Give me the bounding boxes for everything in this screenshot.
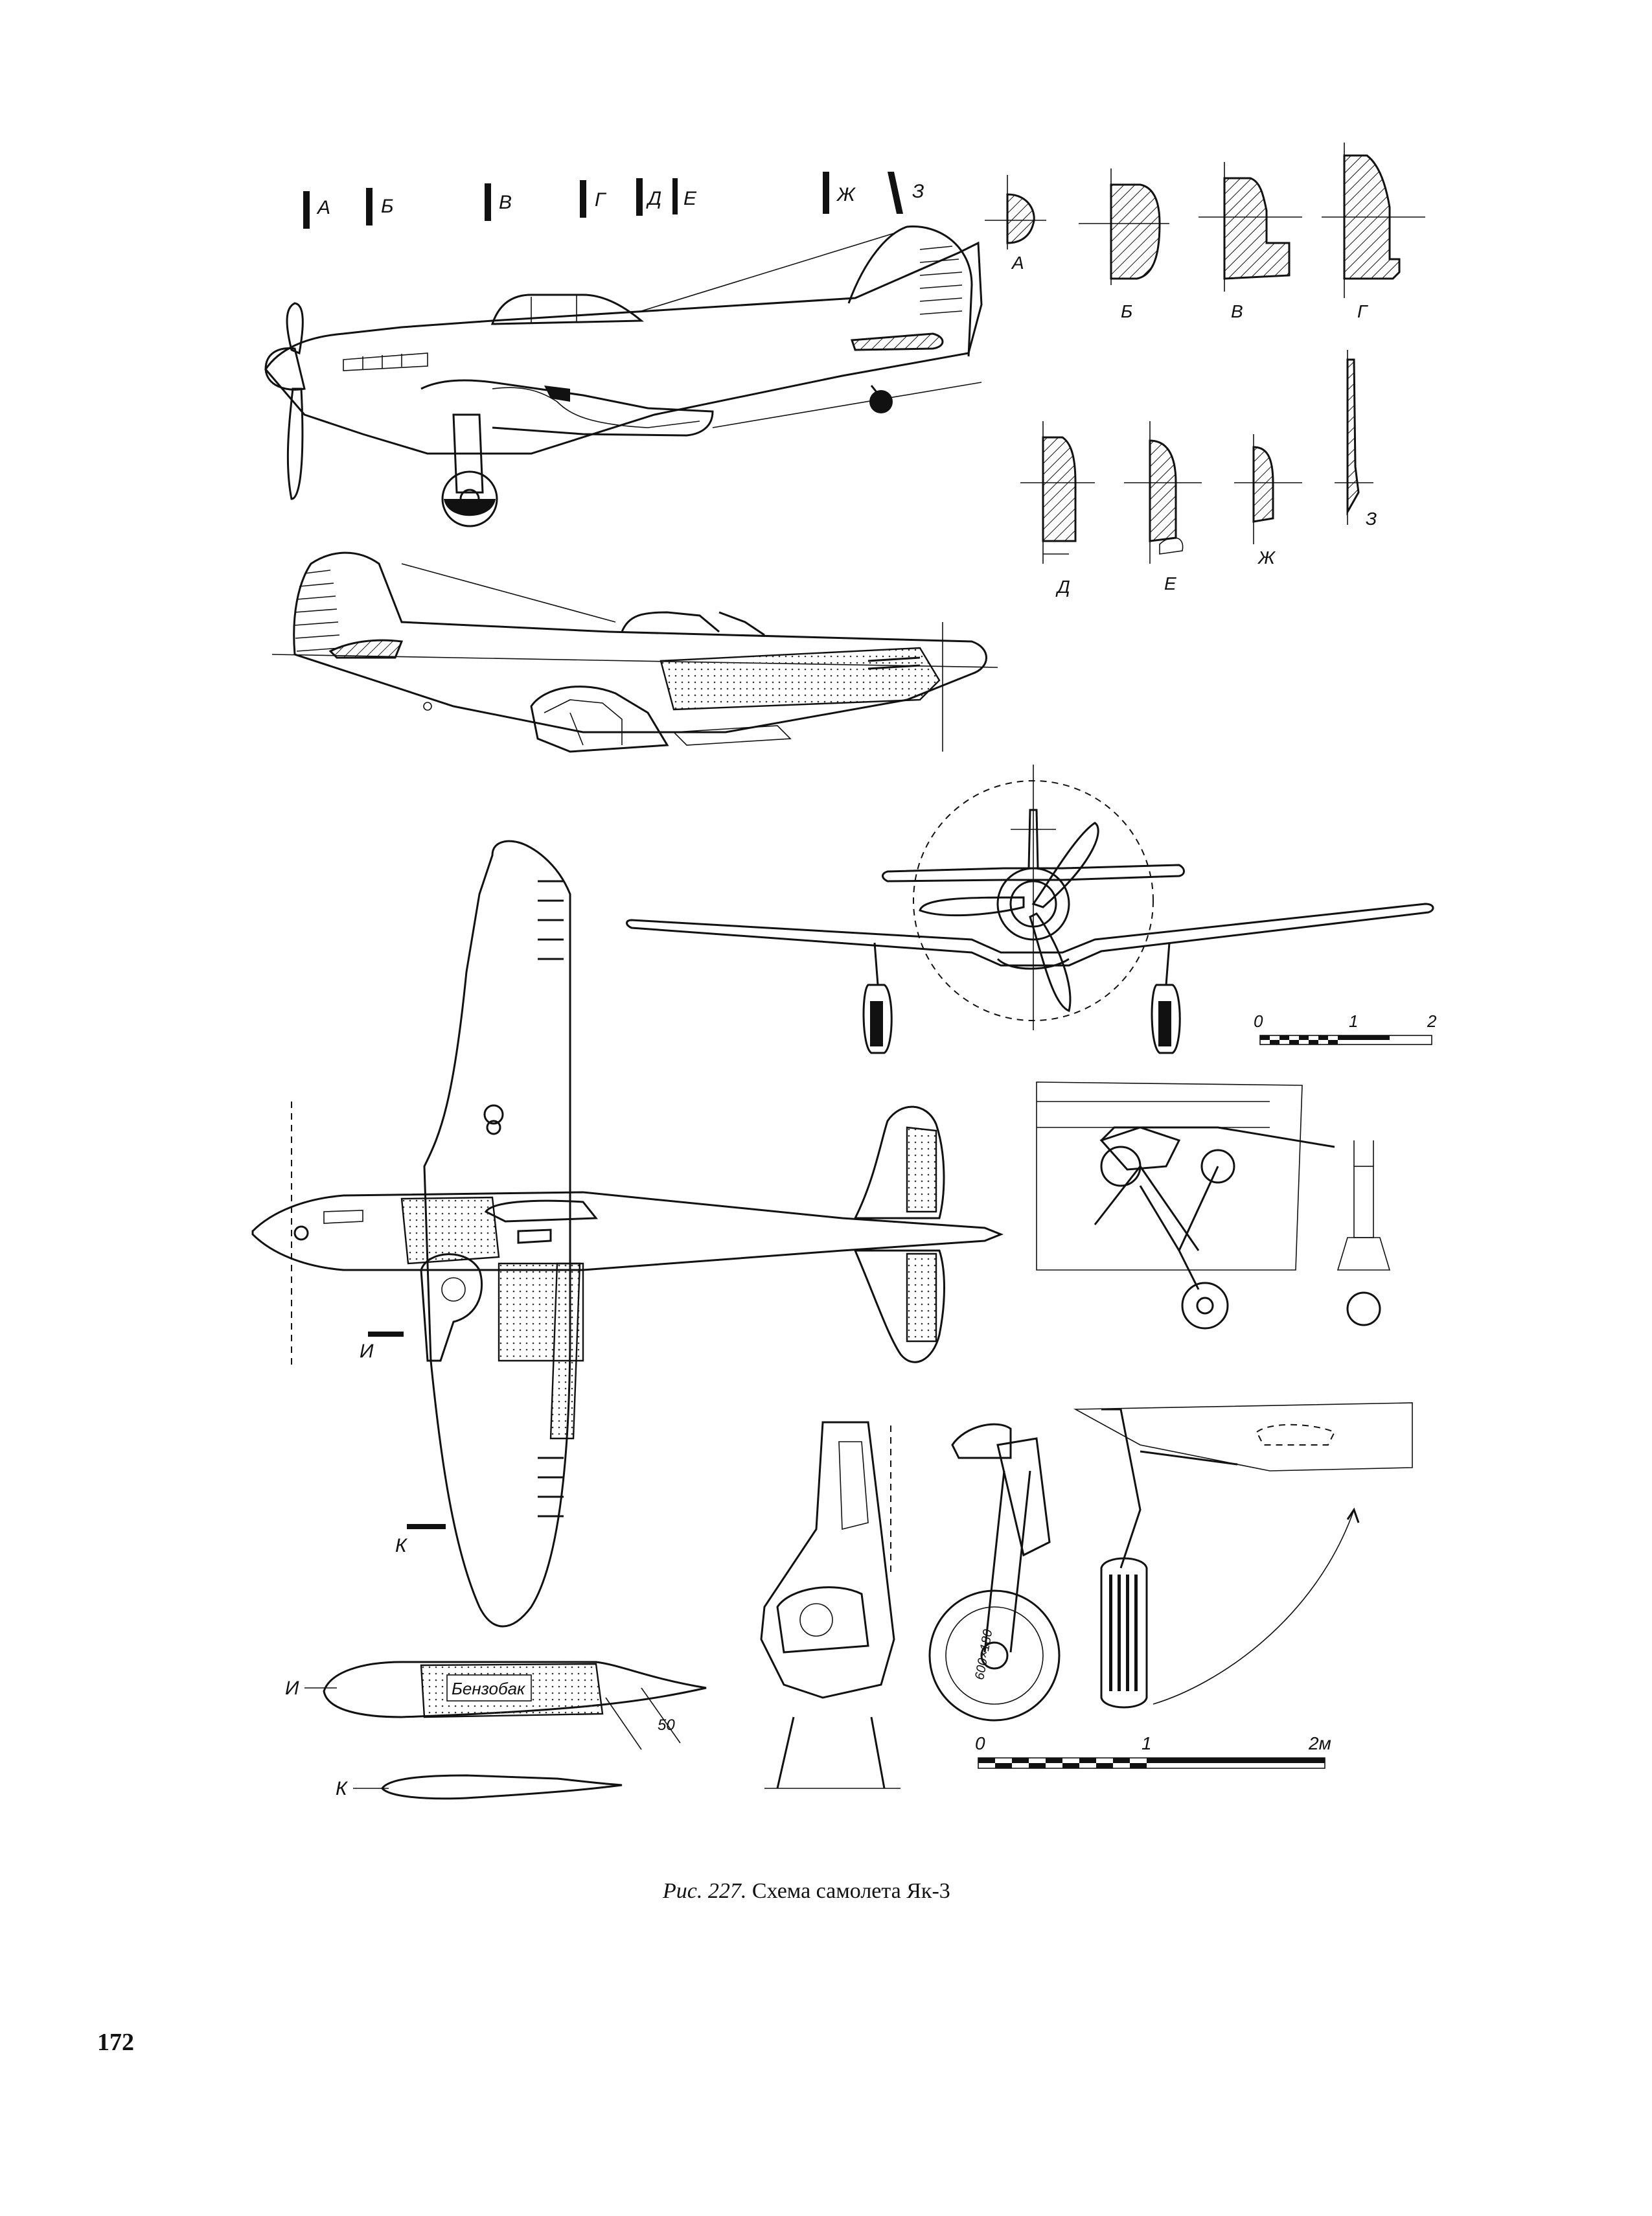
- section-mark-zh: Ж: [836, 184, 856, 205]
- gear-leg-detail: 600×180: [760, 1402, 1413, 1789]
- profile-label-a: А: [1011, 253, 1024, 273]
- wing-sections: И Бензобак 50 К: [285, 1661, 707, 1800]
- section-mark-d: Д: [646, 188, 661, 209]
- section-mark-e: Е: [683, 188, 697, 209]
- profile-label-v: В: [1231, 301, 1243, 321]
- fuel-tank-label: Бензобак: [452, 1679, 526, 1698]
- scale-large-tick-1: 1: [1141, 1733, 1152, 1753]
- profile-label-d: Д: [1055, 577, 1070, 597]
- tire-size-label: 600×180: [972, 1628, 995, 1681]
- section-mark-g: Г: [595, 189, 607, 211]
- section-mark-v: В: [499, 192, 512, 213]
- wing-section-mark-i: И: [360, 1341, 374, 1362]
- fuselage-section-profiles: А Б В Г Д Е Ж З: [985, 143, 1425, 597]
- profile-label-zh: Ж: [1257, 548, 1276, 568]
- section-mark-a: А: [316, 197, 330, 218]
- front-view: [626, 765, 1434, 1054]
- scale-large-tick-2: 2м: [1308, 1733, 1331, 1753]
- side-view-left: [271, 551, 998, 753]
- wing-section-i-label: И: [285, 1678, 299, 1699]
- figure-caption: Рис. 227. Схема самолета Як-3: [663, 1879, 950, 1904]
- profile-label-g: Г: [1357, 301, 1368, 321]
- scale-small-tick-0: 0: [1254, 1011, 1263, 1031]
- main-gear-detail: [1036, 1081, 1391, 1330]
- section-marks-row: А Б В Г Д Е Ж З: [303, 172, 924, 229]
- scale-bar-small: 0 1 2: [1254, 1011, 1437, 1045]
- wing-section-mark-k: К: [395, 1535, 408, 1556]
- section-mark-b: Б: [381, 196, 394, 217]
- scale-small-tick-1: 1: [1349, 1011, 1358, 1031]
- profile-label-b: Б: [1121, 301, 1132, 321]
- scale-bar-large: 0 1 2м: [975, 1733, 1331, 1769]
- side-view-right: [264, 225, 983, 527]
- figure-caption-text: Схема самолета Як-3: [751, 1879, 950, 1903]
- profile-label-e: Е: [1164, 573, 1176, 594]
- plan-view: И К: [251, 840, 1004, 1628]
- figure-caption-prefix: Рис. 227.: [663, 1879, 747, 1903]
- profile-label-z: З: [1366, 509, 1377, 529]
- scale-small-tick-2: 2: [1427, 1011, 1437, 1031]
- wing-section-k-label: К: [336, 1778, 349, 1799]
- scale-large-tick-0: 0: [975, 1733, 985, 1753]
- section-mark-z: З: [912, 181, 924, 202]
- page-number: 172: [97, 2029, 134, 2056]
- flap-angle-label: 50: [658, 1716, 675, 1734]
